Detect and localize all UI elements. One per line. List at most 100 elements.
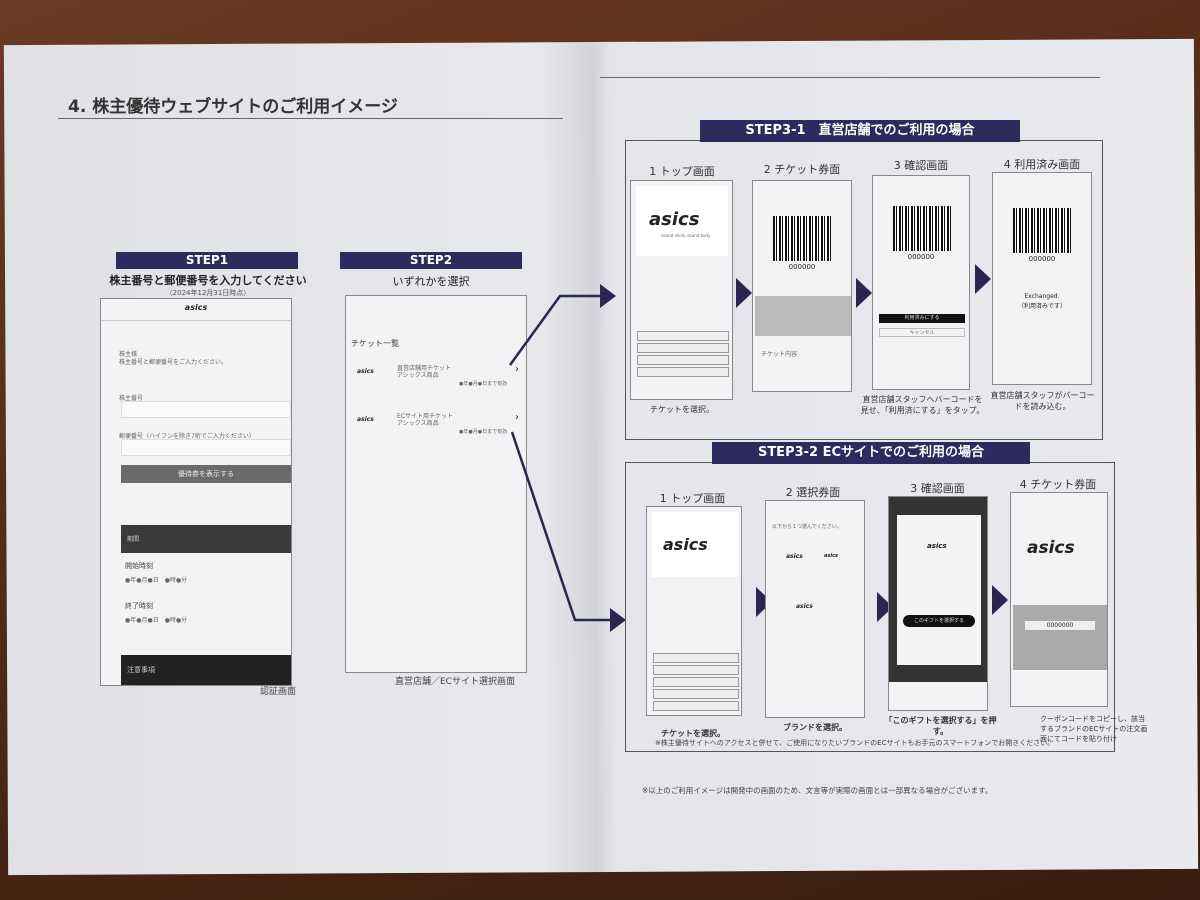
step31-screen1-title: 1 トップ画面: [649, 165, 715, 178]
brand-asics[interactable]: asics: [786, 553, 803, 560]
barcode-number: 000000: [1028, 255, 1056, 263]
arrow-line-ec: [510, 431, 612, 622]
start-value: ●年●月●日 ●時●分: [125, 577, 188, 584]
select-gift-button[interactable]: このギフトを選択する: [903, 615, 975, 627]
store-ticket-item[interactable]: asics 直営店舗用チケット アシックス商品 ●年●月●日まで有効 ›: [351, 358, 521, 388]
ticket-row[interactable]: [653, 665, 739, 675]
asics-logo: asics: [1027, 538, 1075, 558]
step31-screen4-title: 4 利用済み画面: [1003, 158, 1081, 171]
shareholder-number-label: 株主番号: [119, 395, 144, 402]
show-coupon-button[interactable]: 優待券を表示する: [121, 465, 291, 483]
step31-ticket-screen: 000000 チケット内容: [752, 180, 852, 392]
step31-caption3: 直営店舗スタッフへバーコードを見せ、「利用済にする」をタップ。: [860, 395, 985, 415]
exchanged-status: Exchanged.: [1024, 293, 1060, 300]
step1-caption: 認証画面: [260, 687, 297, 697]
period-header: 期間: [121, 525, 291, 553]
ticket-row[interactable]: [653, 677, 739, 687]
right-rule: [600, 77, 1100, 78]
page-title: 4. 株主優待ウェブサイトのご利用イメージ: [68, 97, 398, 117]
step-arrow-icon: [992, 585, 1008, 615]
arrow-head-store: [600, 284, 616, 308]
step1-label: STEP1: [116, 252, 298, 269]
step32-coupon-screen: asics 0000000: [1010, 492, 1108, 707]
step32-brand-screen: 以下から１つ選んでください。 asics asics asics: [765, 500, 865, 718]
barcode: [1013, 208, 1071, 253]
barcode: [773, 216, 831, 261]
item-date: ●年●月●日まで有効: [459, 381, 508, 387]
step2-caption: 直営店舗／ECサイト選択画面: [395, 677, 515, 687]
notes-header: 注意事項: [121, 655, 291, 685]
ticket-row[interactable]: [637, 367, 729, 377]
arrow-line-store: [508, 294, 602, 366]
step2-screen: チケット一覧 asics 直営店舗用チケット アシックス商品 ●年●月●日まで有…: [345, 295, 527, 673]
step32-caption4: クーポンコードをコピーし、該当するブランドのECサイトの注文画面にてコードを貼り…: [1040, 715, 1148, 743]
step31-caption4: 直営店舗スタッフがバーコードを読み込む。: [990, 391, 1095, 411]
step32-screen4-title: 4 チケット券面: [1019, 478, 1097, 491]
item-sub: アシックス商品: [397, 420, 439, 427]
barcode-number: 000000: [907, 253, 935, 261]
used-status: （利用済みです）: [1017, 303, 1066, 310]
step-arrow-icon: [856, 278, 872, 308]
asics-logo: asics: [927, 542, 947, 550]
item-title: 直営店舗用チケット: [397, 365, 452, 372]
step-arrow-icon: [975, 264, 991, 294]
item-title: ECサイト用チケット: [397, 413, 453, 420]
cancel-button[interactable]: キャンセル: [879, 328, 965, 337]
step1-screen: asics 株主様 株主番号と郵便番号をご入力ください。 株主番号 郵便番号（ハ…: [100, 298, 292, 686]
asics-logo: asics: [357, 368, 374, 375]
step32-caption3: 「このギフトを選択する」を押す。: [884, 716, 997, 736]
step31-label: STEP3-1 直営店舗でのご利用の場合: [700, 120, 1020, 142]
postal-code-label: 郵便番号（ハイフンを除き7桁でご入力ください）: [119, 433, 255, 440]
shareholder-number-input[interactable]: [121, 401, 291, 418]
intro-text: 株主番号と郵便番号をご入力ください。: [119, 359, 228, 366]
step32-screen2-title: 2 選択券面: [785, 486, 841, 499]
tagline: sound mind, sound body: [661, 233, 711, 238]
chevron-right-icon: ›: [515, 412, 519, 423]
asics-logo: asics: [649, 209, 700, 230]
step32-screen3-title: 3 確認画面: [910, 482, 965, 495]
mark-used-button[interactable]: 利用済みにする: [879, 314, 965, 323]
brand-asics-tiger[interactable]: asics: [796, 603, 813, 610]
prompt-text: 以下から１つ選んでください。: [772, 524, 842, 530]
title-rule: [58, 118, 563, 119]
step2-label: STEP2: [340, 252, 522, 269]
arrow-head-ec: [610, 608, 626, 632]
step32-screen1-title: 1 トップ画面: [659, 492, 726, 505]
end-label: 終了時刻: [125, 602, 153, 610]
ticket-list-title: チケット一覧: [351, 339, 399, 348]
ec-ticket-item[interactable]: asics ECサイト用チケット アシックス商品 ●年●月●日まで有効 ›: [351, 406, 521, 436]
postal-code-input[interactable]: [121, 439, 291, 456]
barcode: [893, 206, 951, 251]
step32-caption1: チケットを選択。: [661, 729, 725, 738]
step32-caption2: ブランドを選択。: [783, 723, 847, 732]
asics-logo: asics: [357, 416, 374, 423]
brand-asics-walking[interactable]: asics: [824, 553, 839, 559]
ticket-row[interactable]: [637, 355, 729, 365]
greeting-text: 株主様: [119, 351, 138, 358]
step31-screen2-title: 2 チケット券面: [763, 163, 841, 176]
step32-note: ※株主優待サイトへのアクセスと併せて、ご使用になりたいブランドのECサイトもお手…: [655, 739, 1055, 747]
step1-date: （2024年12月31日時点）: [165, 289, 251, 297]
barcode-number: 000000: [788, 263, 816, 271]
ticket-row[interactable]: [653, 689, 739, 699]
ticket-row[interactable]: [637, 343, 729, 353]
footnote: ※以上のご利用イメージは開発中の画面のため、文言等が実際の画面とは一部異なる場合…: [642, 786, 993, 795]
step31-screen3-title: 3 確認画面: [893, 159, 949, 172]
coupon-code[interactable]: 0000000: [1025, 621, 1095, 630]
item-date: ●年●月●日まで有効: [459, 429, 508, 435]
step2-heading: いずれかを選択: [392, 275, 470, 288]
asics-logo: asics: [663, 535, 708, 554]
step31-used-screen: 000000 Exchanged. （利用済みです）: [992, 172, 1092, 385]
ticket-row[interactable]: [653, 701, 739, 711]
item-sub: アシックス商品: [397, 372, 439, 379]
step31-top-screen: asics sound mind, sound body: [630, 180, 733, 400]
ticket-content-label: チケット内容: [761, 351, 798, 358]
ticket-row[interactable]: [637, 331, 729, 341]
chevron-right-icon: ›: [515, 364, 519, 375]
ticket-row[interactable]: [653, 653, 739, 663]
step1-heading: 株主番号と郵便番号を入力してください: [109, 274, 307, 287]
step31-caption1: チケットを選択。: [650, 405, 714, 414]
step32-top-screen: asics: [646, 506, 742, 716]
step32-confirm-screen: asics このギフトを選択する: [888, 496, 988, 711]
asics-logo: asics: [101, 303, 291, 321]
